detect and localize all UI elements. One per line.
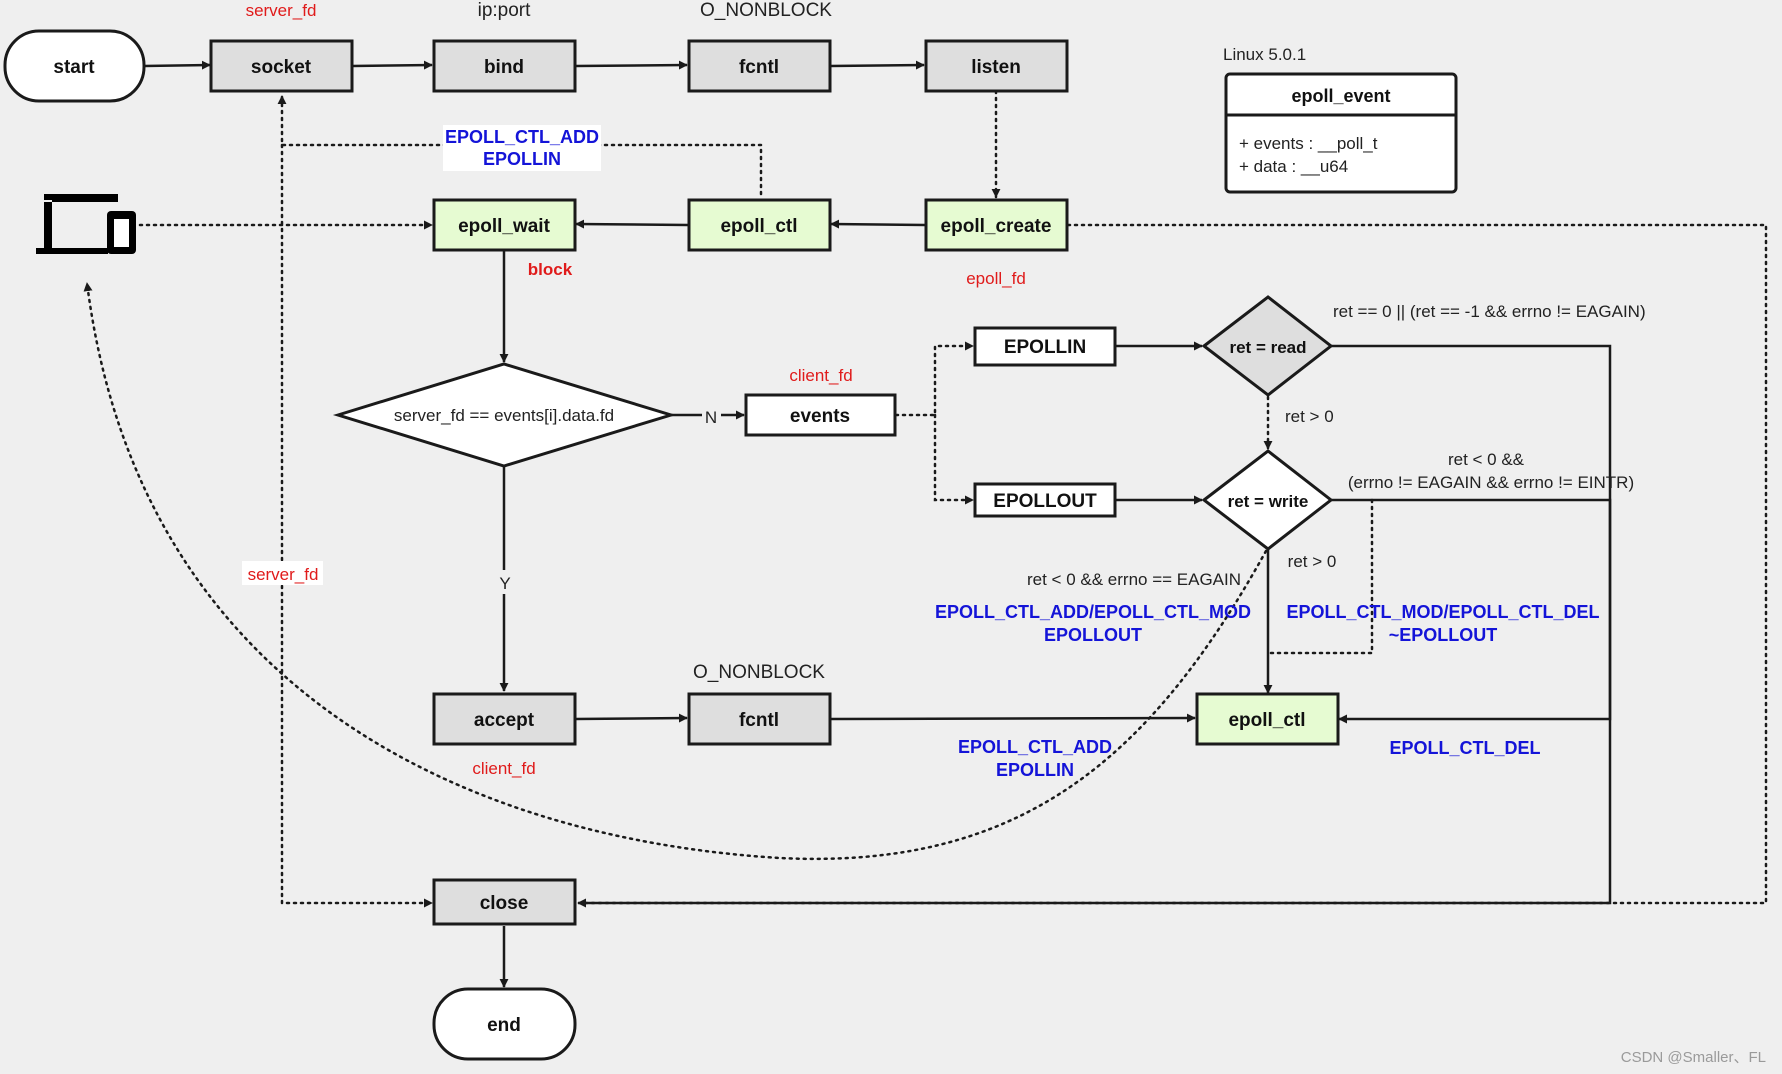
edge-ctl-wait [575,219,689,229]
n-label-bg [702,405,721,427]
label-o-nonblock-top: O_NONBLOCK [700,0,832,21]
edge-fcntl-listen [829,60,925,70]
label-mod-del-1: EPOLL_CTL_MOD/EPOLL_CTL_DEL [1286,602,1599,622]
edge-curve-client [83,281,1268,861]
epollin-box[interactable] [973,326,1117,367]
epoll-create-box[interactable] [924,198,1069,252]
server-fd-side-bg [242,561,323,585]
label-epoll-fd: epoll_fd [966,269,1026,288]
ret-read-label: ret = read [1229,338,1306,357]
socket-label: socket [251,57,312,78]
label-add-in-1: EPOLL_CTL_ADD [958,737,1112,757]
label-server-fd-side: server_fd [248,565,319,584]
edge-fcntl-epollctl [829,713,1196,723]
ret-read-diamond[interactable] [1201,295,1334,397]
edge-events-epollout [933,413,975,505]
fcntl-top-box[interactable] [687,39,832,93]
epoll-ctl-bottom-box[interactable] [1195,692,1340,746]
epollout-label: EPOLLOUT [993,491,1097,512]
edge-accept-fcntl [574,713,688,723]
node-shapes [3,29,1340,1061]
struct-frame [1224,72,1458,194]
epoll-ctl-bottom-label: epoll_ctl [1228,710,1305,731]
label-block: block [528,260,573,279]
decision-main-label: server_fd == events[i].data.fd [394,406,614,425]
ret-write-diamond[interactable] [1201,449,1334,551]
bind-box[interactable] [432,39,577,93]
label-mod-out-2: EPOLLOUT [1044,625,1142,645]
solid-connectors [143,60,1612,988]
label-o-nonblock-bottom: O_NONBLOCK [693,662,825,683]
end-label: end [487,1015,521,1036]
label-y: Y [499,574,510,593]
start-terminal[interactable] [3,29,146,103]
label-n: N [705,408,717,427]
accept-box[interactable] [432,692,577,746]
label-ctl-add-1: EPOLL_CTL_ADD [445,127,599,147]
edge-write-loop [1268,498,1374,655]
socket-box[interactable] [209,39,354,93]
accept-label: accept [474,710,535,731]
laptop-phone-icon [36,194,136,254]
edge-read-del [1331,344,1612,724]
label-ret-gt0-read-top: ret > 0 [1285,407,1334,426]
struct-title: epoll_event [1291,86,1390,106]
epoll-event-struct [1224,72,1458,194]
edge-to-close [577,498,1612,908]
label-ret-eagain: ret < 0 && errno == EAGAIN [1027,570,1241,589]
label-client-fd-events: client_fd [789,366,852,385]
close-box[interactable] [432,878,577,926]
epoll-create-label: epoll_create [941,216,1052,237]
watermark: CSDN @Smaller、FL [1621,1049,1766,1066]
label-ret-gt0-read: ret > 0 [1288,552,1337,571]
fcntl-bottom-box[interactable] [687,692,832,746]
label-add-in-2: EPOLLIN [996,760,1074,780]
epollin-label: EPOLLIN [1004,337,1086,358]
edge-create-close [578,223,1768,905]
bind-label: bind [484,57,524,78]
y-label-bg [495,570,515,594]
edge-bind-fcntl [574,60,688,70]
epoll-ctl-top-box[interactable] [687,198,832,252]
label-ctl-add-2: EPOLLIN [483,149,561,169]
edge-create-ctl [830,219,926,229]
dotted-connectors [83,89,1768,908]
label-ret-zero-cond: ret == 0 || (ret == -1 && errno != EAGAI… [1333,302,1646,321]
label-ip-port: ip:port [478,0,532,21]
epoll-wait-box[interactable] [432,198,577,252]
listen-box[interactable] [924,39,1069,93]
label-server-fd-top: server_fd [246,1,317,20]
close-label: close [480,893,529,914]
ctl-add-label-bg [443,125,601,171]
epollout-box[interactable] [973,482,1117,518]
events-label: events [790,406,850,427]
start-label: start [53,57,95,78]
end-terminal[interactable] [432,987,577,1061]
label-mod-out-1: EPOLL_CTL_ADD/EPOLL_CTL_MOD [935,602,1251,622]
label-ret-lt0-1: ret < 0 && [1448,450,1525,469]
fcntl-bottom-label: fcntl [739,710,779,731]
listen-label: listen [971,57,1021,78]
epoll-wait-label: epoll_wait [458,216,551,237]
label-client-fd-bottom: client_fd [472,759,535,778]
ret-write-label: ret = write [1228,492,1309,511]
struct-field-data: + data : __u64 [1239,157,1348,176]
struct-field-events: + events : __poll_t [1239,134,1378,153]
fcntl-top-label: fcntl [739,57,779,78]
label-ret-lt0-2: (errno != EAGAIN && errno != EINTR) [1348,473,1634,492]
epoll-ctl-top-label: epoll_ctl [720,216,797,237]
edge-socket-bind [351,60,433,70]
decision-main-diamond[interactable] [332,362,677,468]
struct-version: Linux 5.0.1 [1223,45,1306,64]
events-box[interactable] [744,393,897,437]
label-ctl-del: EPOLL_CTL_DEL [1389,738,1540,758]
label-mod-del-2: ~EPOLLOUT [1389,625,1498,645]
edge-events-epollin [894,341,975,417]
edge-server-close [280,143,434,908]
edge-start-socket [143,60,211,70]
